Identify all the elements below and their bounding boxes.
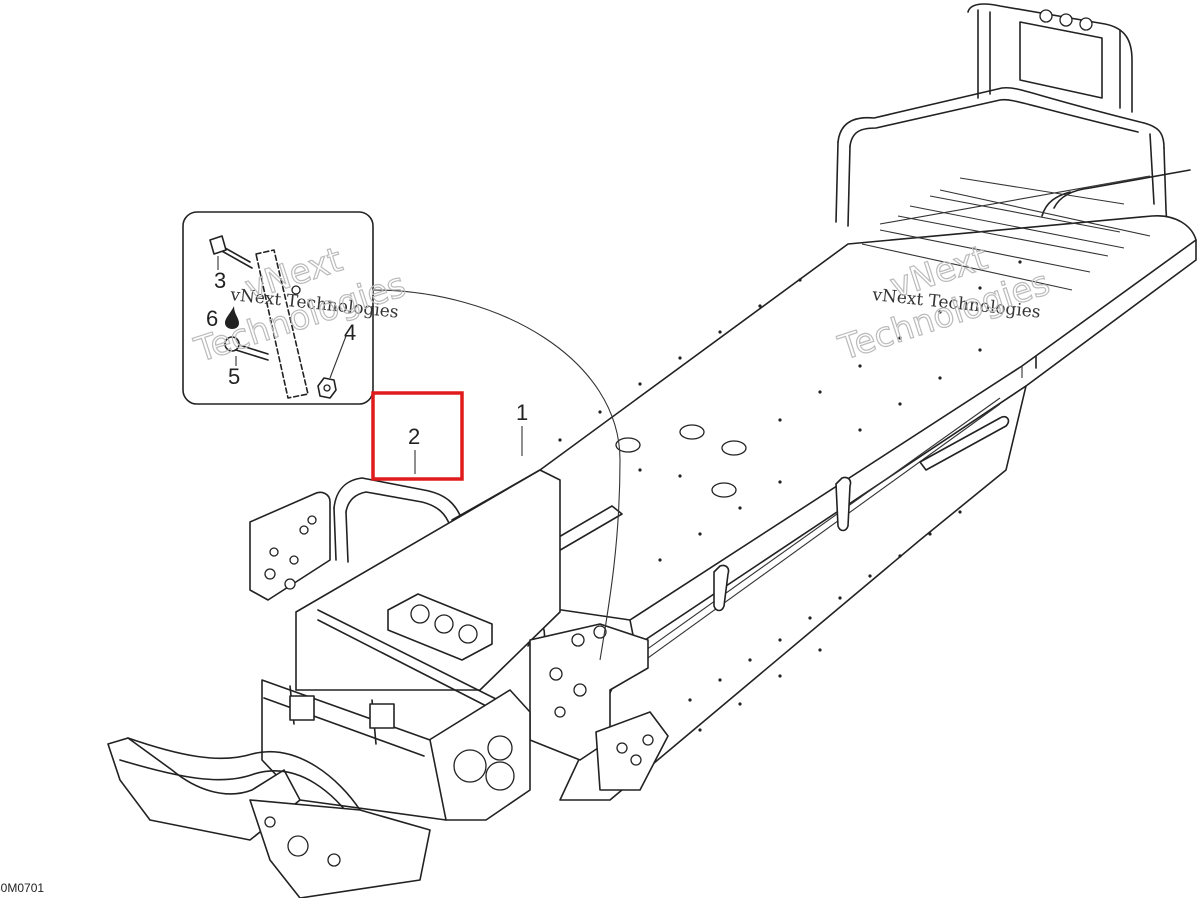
rivets: [558, 260, 1022, 732]
front-end: [107, 469, 669, 898]
nut-part: [317, 335, 347, 399]
highlight-box: [371, 391, 464, 481]
drop-icon: [225, 306, 239, 329]
callout-1: 1: [516, 400, 528, 425]
callout-3: 3: [214, 268, 226, 293]
detail-inset: 3 6 5 4: [182, 211, 374, 405]
callout-2: 2: [408, 424, 420, 449]
bolt-part: [209, 235, 253, 269]
callout-6: 6: [206, 306, 218, 331]
reference-code: 80M0701: [0, 881, 44, 895]
screw-part: [224, 336, 269, 361]
callout-4: 4: [344, 320, 356, 345]
callout-5: 5: [228, 364, 240, 389]
detail-leader-arc: [371, 289, 621, 661]
